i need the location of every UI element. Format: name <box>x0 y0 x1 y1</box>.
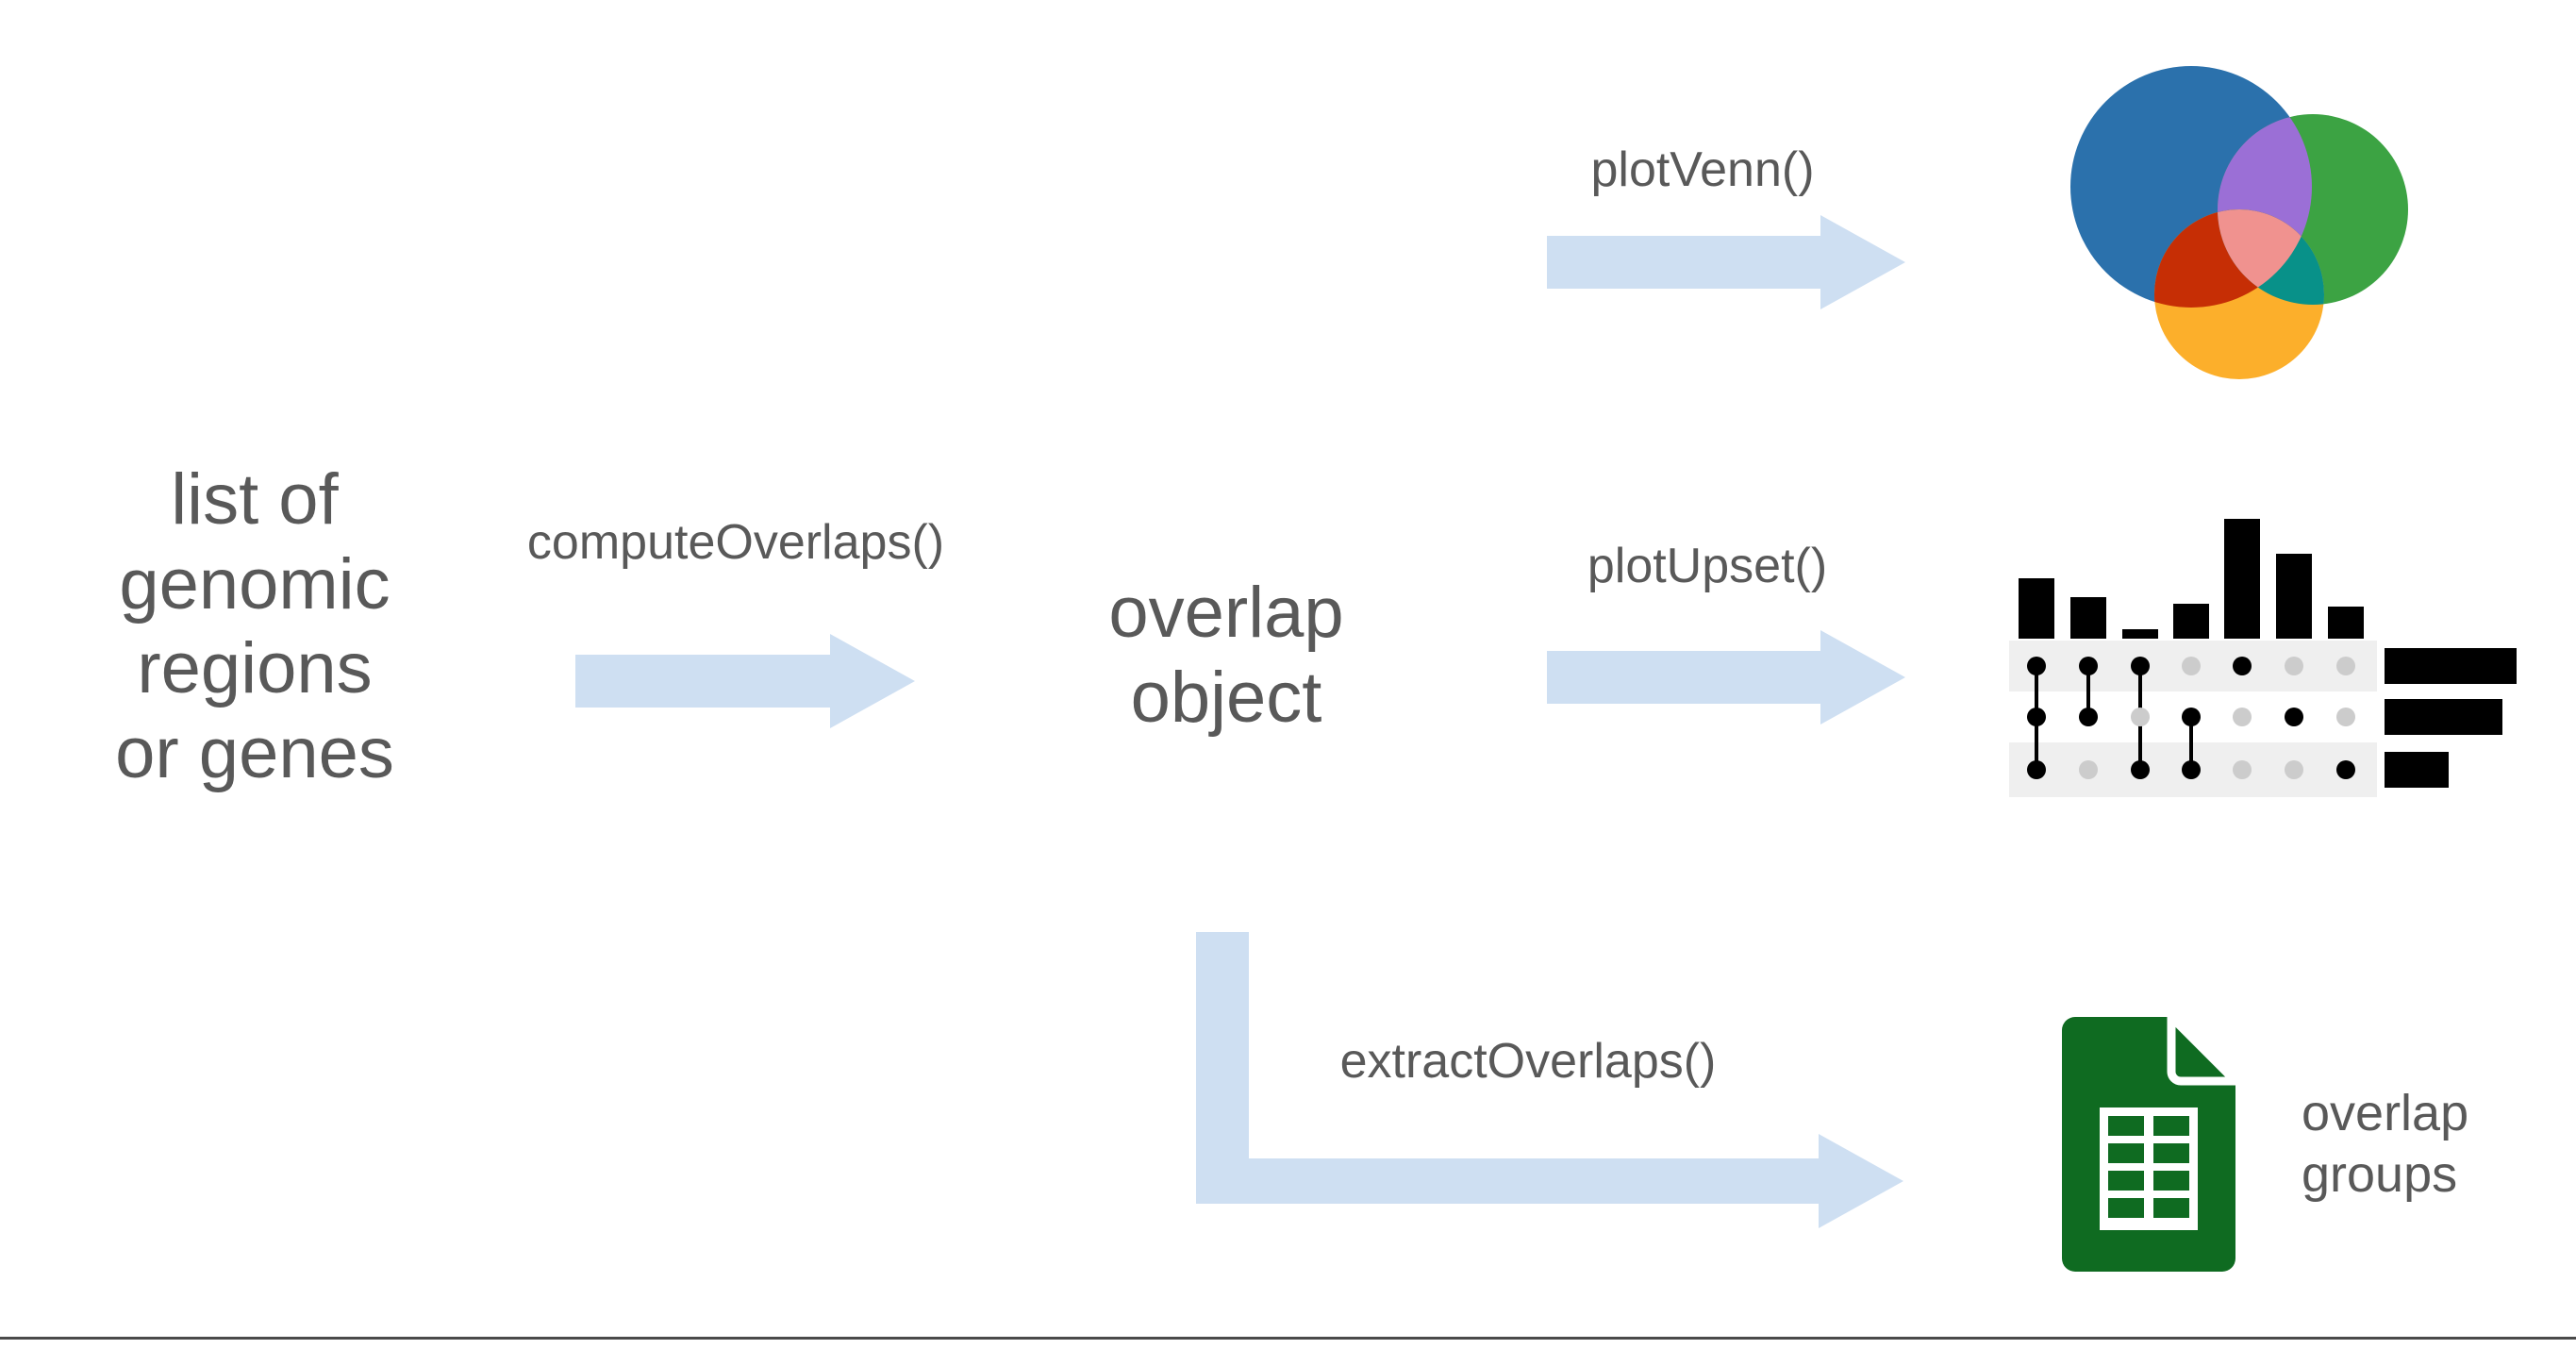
node-source-list: list of genomic regions or genes <box>115 459 394 794</box>
node-overlap-object: overlap object <box>1108 573 1344 738</box>
venn-svg <box>2070 66 2408 379</box>
arrow-right-icon <box>575 634 915 728</box>
upset-set-size-bars <box>2385 648 2517 788</box>
venn-diagram-image <box>2037 47 2415 391</box>
edge-label-plot-upset: plotUpset() <box>1587 539 1828 593</box>
upset-svg <box>2009 519 2517 797</box>
arrow-right-icon <box>1547 215 1905 309</box>
arrow-extract-overlaps <box>1196 932 1903 1234</box>
arrow-plot-upset <box>1547 630 1905 724</box>
sheet-svg <box>2062 1012 2240 1272</box>
arrow-right-icon <box>1547 630 1905 724</box>
arrow-plot-venn <box>1547 215 1905 309</box>
sheet-fold-corner <box>2167 1012 2240 1086</box>
bottom-divider <box>0 1337 2576 1340</box>
edge-label-compute-overlaps: computeOverlaps() <box>526 515 945 570</box>
edge-label-extract-overlaps: extractOverlaps() <box>1339 1034 1717 1089</box>
edge-label-plot-venn: plotVenn() <box>1590 142 1815 197</box>
upset-plot-image <box>1990 505 2518 811</box>
sheet-table-cells <box>2108 1116 2189 1218</box>
upset-matrix-dots <box>2027 657 2355 779</box>
node-overlap-groups: overlap groups <box>2302 1085 2469 1203</box>
arrow-elbow-right-icon <box>1196 932 1903 1228</box>
upset-intersection-bars <box>2019 519 2364 639</box>
spreadsheet-file-icon <box>2054 1012 2243 1276</box>
arrow-compute-overlaps <box>575 634 915 728</box>
